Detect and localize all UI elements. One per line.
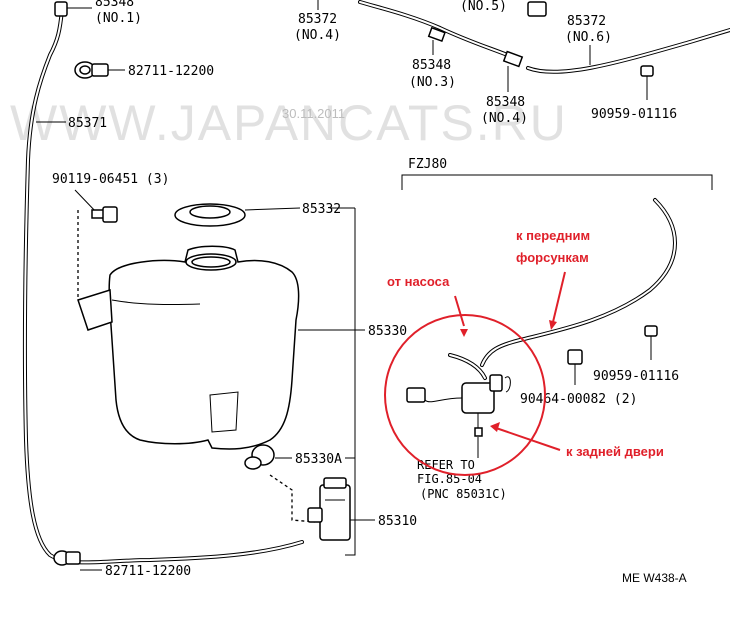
label-85372-no6-no: (NO.6) (565, 30, 612, 45)
hose-upper (358, 0, 730, 74)
arrow-from-pump (454, 295, 468, 337)
label-model: FZJ80 (408, 157, 447, 172)
check-valve (406, 374, 511, 437)
label-85348-no3: 85348 (412, 58, 451, 73)
grommet-85330A (244, 444, 275, 470)
bolt-90119 (74, 189, 118, 223)
hose-front-washers (448, 198, 677, 380)
label-85348-no4-no: (NO.4) (481, 111, 528, 126)
label-82711-bottom: 82711-12200 (105, 564, 191, 579)
grommet-90464 (567, 349, 583, 385)
label-85310: 85310 (378, 514, 417, 529)
label-85372-no6: 85372 (567, 14, 606, 29)
label-85332: 85332 (302, 202, 341, 217)
label-90464: 90464-00082 (2) (520, 392, 637, 407)
annotation-from-pump: от насоса (387, 274, 450, 289)
label-85330: 85330 (368, 324, 407, 339)
connector-top-right (527, 1, 547, 17)
highlight-circle (384, 314, 546, 476)
hose-85371 (22, 8, 304, 565)
tank-85330 (77, 245, 300, 450)
label-85372-no4: 85372 (298, 12, 337, 27)
label-85371: 85371 (68, 116, 107, 131)
label-90119: 90119-06451 (3) (52, 172, 169, 187)
label-85348-no1-no: (NO.1) (95, 11, 142, 26)
clip-90959-mid (644, 325, 658, 360)
label-85372-no4-no: (NO.4) (294, 28, 341, 43)
diagram-code: ME W438-A (622, 571, 687, 585)
label-85348-no1: 85348 (95, 0, 134, 10)
label-90959-mid: 90959-01116 (593, 369, 679, 384)
joint-85348-no3 (427, 26, 446, 43)
cap-85332 (174, 203, 301, 227)
watermark-date: 30.11.2011 (282, 106, 345, 121)
label-90959-top: 90959-01116 (591, 107, 677, 122)
label-85330A: 85330A (295, 452, 342, 467)
joint-85348-no4 (502, 50, 524, 68)
clamp-82711-top (74, 61, 125, 79)
watermark-site: WWW.JAPANCATS.RU (10, 95, 568, 151)
clamp-82711-bottom (53, 550, 102, 571)
annotation-to-front-2: форсункам (516, 250, 589, 265)
arrow-to-front (549, 271, 566, 330)
pump-85310 (307, 477, 375, 541)
label-85348-no3-no: (NO.3) (409, 75, 456, 90)
arrow-to-rear (490, 422, 561, 451)
annotation-to-front-1: к передним (516, 228, 590, 243)
label-85348-no4: 85348 (486, 95, 525, 110)
annotation-to-rear: к задней двери (566, 444, 664, 459)
label-82711-top: 82711-12200 (128, 64, 214, 79)
ref-line-3: (PNC 85031C) (420, 487, 507, 501)
joint-85348-no1 (54, 1, 92, 17)
label-no5: (NO.5) (460, 0, 507, 14)
clip-90959-top (640, 65, 654, 100)
